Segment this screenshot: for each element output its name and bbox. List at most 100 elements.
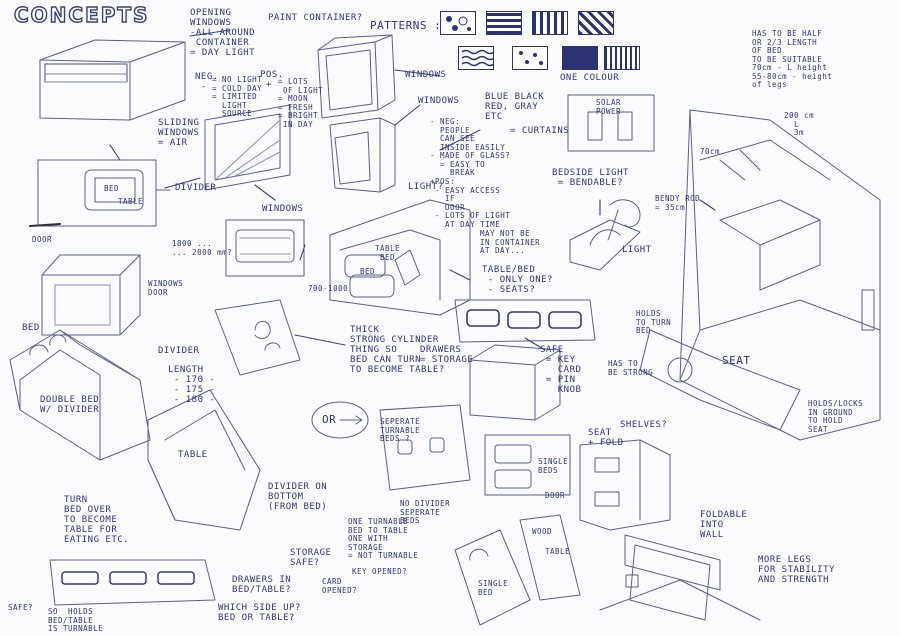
bed-cylinder-sketch — [214, 299, 301, 376]
note-dim-70: 70cm — [700, 147, 721, 156]
label-seat-1: SEAT — [722, 354, 751, 367]
label-single-beds: SINGLE BEDS — [538, 457, 569, 475]
label-table-2: TABLE — [178, 450, 208, 460]
note-safe-q: SAFE? — [8, 603, 34, 612]
note-which-side: WHICH SIDE UP? BED OR TABLE? — [218, 603, 301, 623]
label-bed-small: BED — [360, 267, 376, 276]
room-iso-right — [639, 109, 881, 441]
label-or: OR — [322, 413, 337, 426]
label-solar-power: SOLAR POWER — [596, 98, 622, 116]
label-single-bed: SINGLE BED — [478, 579, 509, 597]
note-may-not-be: MAY NOT BE IN CONTAINER AT DAY... — [480, 229, 541, 255]
note-opening-windows: OPENING WINDOWS -ALL AROUND CONTAINER = … — [190, 8, 256, 58]
pattern-swatch-circles[interactable] — [440, 11, 476, 35]
label-table-3: TABLE — [545, 547, 571, 556]
label-divider-1: DIVIDER — [175, 183, 217, 193]
note-one-turnable: ONE TURNABLE BED TO TABLE ONE WITH STORA… — [348, 517, 419, 560]
note-key-opened: KEY OPENED? — [352, 567, 408, 576]
note-paint-container: PAINT CONTAINER? — [268, 13, 363, 23]
pattern-swatch-solid[interactable] — [562, 46, 598, 70]
note-bedside-light: BEDSIDE LIGHT = BENDABLE? — [552, 168, 629, 188]
note-divider-bottom: DIVIDER ON BOTTOM (FROM BED) — [268, 482, 328, 512]
note-more-legs: MORE LEGS FOR STABILITY AND STRENGTH — [758, 555, 835, 585]
double-bed-sketch — [9, 329, 151, 461]
note-holds-to-turn: HOLDS TO TURN BED — [636, 309, 672, 335]
note-so-holds: SO HOLDS BED/TABLE IS TURNABLE — [48, 607, 104, 633]
pattern-swatch-waves[interactable] — [458, 46, 494, 70]
note-foldable: FOLDABLE INTO WALL — [700, 510, 748, 540]
note-table-bed-b: TABLE/BED - ONLY ONE? - SEATS? — [482, 265, 554, 295]
note-pos-left: POS. + — [260, 70, 284, 90]
label-table-1: TABLE — [118, 197, 144, 206]
note-neg-right: - NEG: PEOPLE CAN SEE INSIDE EASILY — [430, 117, 506, 152]
note-drawers-storage: DRAWERS = STORAGE — [420, 345, 474, 365]
pattern-swatch-lines[interactable] — [604, 46, 640, 70]
note-has-to: HAS TO BE STRONG — [608, 359, 654, 377]
note-seat-fold: SEAT + FOLD — [588, 428, 624, 448]
page-title: CONCEPTS — [13, 3, 150, 27]
single-bed-sketch — [454, 514, 581, 626]
label-light-2: LIGHT — [622, 245, 652, 255]
drawers-sketch — [454, 299, 596, 343]
single-beds-plan — [484, 434, 571, 496]
label-windows-1: WINDOWS — [262, 204, 304, 214]
note-blue-black: BLUE BLACK RED, GRAY ETC — [485, 92, 545, 122]
note-neg-left-items: = NO LIGHT = COLD DAY = LIMITED LIGHT SO… — [212, 75, 263, 118]
pattern-swatch-hearts[interactable] — [512, 46, 548, 70]
pattern-swatch-stripes-h[interactable] — [486, 11, 522, 35]
label-bed-1: BED — [104, 184, 120, 193]
label-table-bed-a: TABLE BED — [375, 244, 401, 262]
note-neg-left: NEG. - — [195, 72, 219, 92]
separate-beds-sketch — [379, 404, 471, 491]
pattern-swatch-stripes-d[interactable] — [578, 11, 614, 35]
note-sliding-windows: SLIDING WINDOWS = AIR — [158, 118, 200, 148]
foldable-bed-sketch — [599, 534, 761, 621]
note-one-colour: ONE COLOUR — [560, 73, 620, 83]
drawer-box-sketch — [469, 344, 561, 421]
note-length-list: LENGTH - 170 - - 175 - - 180 - — [168, 365, 216, 405]
bedside-light-sketch — [569, 199, 641, 271]
window-panel-2 — [225, 219, 305, 277]
note-holds-locks: HOLDS/LOCKS IN GROUND TO HOLD SEAT — [808, 399, 864, 434]
note-turn-over: TURN BED OVER TO BECOME TABLE FOR EATING… — [64, 495, 130, 545]
note-curtains: = CURTAINS — [510, 126, 570, 136]
note-length-200: 200 cm L 3m — [784, 111, 815, 137]
note-pos-right: +POS: - EASY ACCESS IF DOOR - LOTS OF LI… — [430, 177, 511, 229]
note-size-2: 700-1000 — [308, 284, 349, 293]
note-shelves: SHELVES? — [620, 420, 668, 430]
or-circle — [311, 401, 369, 439]
note-pos-left-items: = LOTS OF LIGHT = MOON = FRESH = BRIGHT … — [278, 77, 324, 129]
bed-drawers-sketch — [49, 559, 216, 606]
note-size-1: 1800 ... ... 2000 mm? — [172, 239, 233, 257]
label-divider-2: DIVIDER — [158, 346, 200, 356]
note-no-divider: NO DIVIDER SEPERATE BEDS — [400, 499, 451, 525]
window-3d-2 — [329, 117, 396, 193]
note-safe-list: SAFE = KEY CARD = PIN KNOB — [540, 345, 582, 395]
label-wood: WOOD — [532, 527, 553, 536]
label-door-2: DOOR — [545, 491, 566, 500]
note-storage-safe: STORAGE SAFE? — [290, 548, 332, 568]
window-3d-1 — [317, 34, 396, 119]
label-windows-3: WINDOWS — [418, 96, 460, 106]
note-has-to-be: HAS TO BE HALF OR 2/3 LENGTH OF BED TO B… — [752, 29, 833, 89]
label-windows-door: WINDOWS DOOR — [148, 279, 184, 297]
note-drawers-in: DRAWERS IN BED/TABLE? — [232, 575, 292, 595]
note-thick-cylinder: THICK STRONG CYLINDER THING SO BED CAN T… — [350, 325, 445, 375]
window-panel-1 — [204, 104, 291, 191]
container-sketch — [39, 39, 186, 121]
note-double-bed: DOUBLE BED W/ DIVIDER — [40, 395, 100, 415]
solar-panel-sketch — [567, 94, 655, 152]
label-bed-2: BED — [22, 323, 40, 333]
turning-bed-sketch — [147, 389, 261, 531]
note-bendy-rods: BENDY ROD = 35cm — [655, 194, 701, 212]
note-light-q: LIGHT? — [408, 182, 444, 192]
note-patterns: PATTERNS : — [370, 19, 442, 32]
note-made-of-glass: - MADE OF GLASS? = EASY TO BREAK — [430, 151, 511, 177]
pattern-swatch-stripes-v[interactable] — [532, 11, 568, 35]
label-windows-2: WINDOWS — [405, 70, 447, 80]
container-plan-1 — [29, 159, 171, 227]
container-sketch-2 — [41, 254, 141, 336]
note-card-opened: CARD OPENED? — [322, 577, 358, 595]
